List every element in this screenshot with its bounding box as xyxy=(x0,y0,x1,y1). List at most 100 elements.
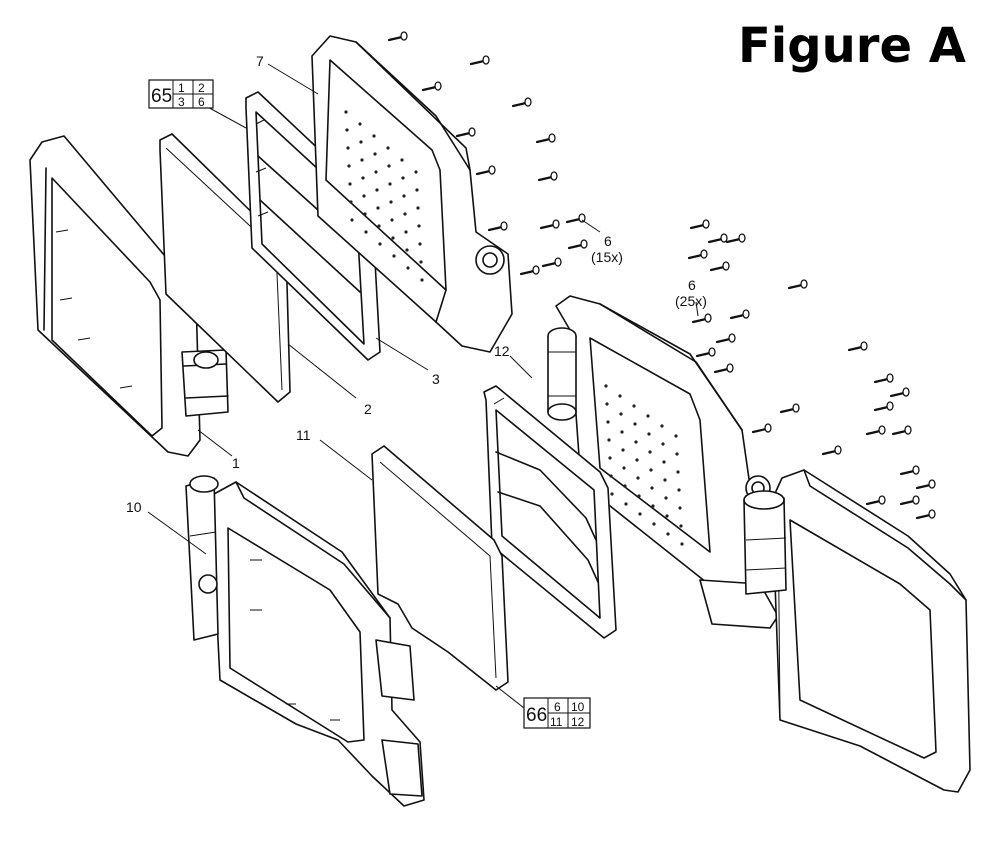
housing-hole xyxy=(378,242,382,246)
screw-icon xyxy=(847,341,868,352)
housing-hole xyxy=(350,218,354,222)
housing-hole xyxy=(662,460,666,464)
housing-hole xyxy=(358,122,362,126)
housing-hole xyxy=(622,466,626,470)
screw-icon xyxy=(729,309,750,320)
housing-hole xyxy=(680,542,684,546)
housing-hole xyxy=(637,494,641,498)
housing-hole xyxy=(388,182,392,186)
housing-hole xyxy=(374,170,378,174)
kit-65-part: 3 xyxy=(178,95,185,109)
screw-icon xyxy=(779,403,800,414)
callout-1: 1 xyxy=(232,455,240,471)
kit-66-number: 66 xyxy=(526,705,547,726)
screw-icon xyxy=(891,425,912,436)
screw-icon xyxy=(695,347,716,358)
kit-65-part: 1 xyxy=(178,81,185,95)
housing-hole xyxy=(420,278,424,282)
housing-hole xyxy=(363,212,367,216)
callout-6a-qty: (15x) xyxy=(591,249,623,265)
part-3-gasket xyxy=(245,91,381,361)
screw-icon xyxy=(873,373,894,384)
housing-hole xyxy=(416,206,420,210)
kit-65-number: 65 xyxy=(151,86,172,107)
part-11-lens xyxy=(371,445,509,691)
screw-icon xyxy=(511,97,532,108)
housing-hole xyxy=(660,424,664,428)
screw-icon xyxy=(713,363,734,374)
screw-icon xyxy=(691,313,712,324)
screw-icon xyxy=(725,233,746,244)
callout-12: 12 xyxy=(494,343,510,359)
housing-hole xyxy=(360,158,364,162)
housing-hole xyxy=(606,420,610,424)
screw-icon xyxy=(707,233,728,244)
screw-icon xyxy=(709,261,730,272)
screw-icon xyxy=(387,31,408,42)
housing-hole xyxy=(404,230,408,234)
callout-labels: 7 3 2 1 6 (15x) 6 (25x) 12 11 10 xyxy=(126,53,707,515)
screw-icon xyxy=(469,55,490,66)
screw-icon xyxy=(455,127,476,138)
callout-6b-qty: (25x) xyxy=(675,293,707,309)
housing-hole xyxy=(663,478,667,482)
housing-hole xyxy=(610,492,614,496)
screw-icon xyxy=(689,219,710,230)
housing-hole xyxy=(403,212,407,216)
screw-icon xyxy=(787,279,808,290)
housing-hole xyxy=(376,206,380,210)
housing-hole xyxy=(634,440,638,444)
housing-hole xyxy=(392,254,396,258)
housing-hole xyxy=(390,218,394,222)
callout-2: 2 xyxy=(364,401,372,417)
figure-title: Figure A xyxy=(738,18,966,74)
screw-icon xyxy=(519,265,540,276)
screw-icon xyxy=(475,165,496,176)
screw-icon xyxy=(865,425,886,436)
housing-hole xyxy=(621,448,625,452)
screw-icon xyxy=(889,387,910,398)
housing-hole xyxy=(362,194,366,198)
housing-hole xyxy=(649,468,653,472)
housing-hole xyxy=(619,412,623,416)
housing-hole xyxy=(372,134,376,138)
housing-hole xyxy=(607,438,611,442)
housing-hole xyxy=(609,474,613,478)
housing-hole xyxy=(618,394,622,398)
housing-hole xyxy=(391,236,395,240)
housing-hole xyxy=(389,200,393,204)
right-housing xyxy=(547,295,779,629)
housing-hole xyxy=(648,450,652,454)
callout-7: 7 xyxy=(256,53,264,69)
kit-box-66: 66 6 10 11 12 xyxy=(523,697,591,729)
screw-icon xyxy=(821,445,842,456)
housing-hole xyxy=(674,434,678,438)
part-12-gasket xyxy=(483,385,617,639)
housing-hole xyxy=(346,146,350,150)
housing-hole xyxy=(620,430,624,434)
screw-icon xyxy=(487,221,508,232)
housing-hole xyxy=(651,504,655,508)
housing-hole xyxy=(664,496,668,500)
housing-hole xyxy=(605,402,609,406)
housing-hole xyxy=(676,470,680,474)
housing-hole xyxy=(623,484,627,488)
housing-hole xyxy=(666,532,670,536)
housing-hole xyxy=(347,164,351,168)
screw-icon xyxy=(751,423,772,434)
screw-icon xyxy=(873,401,894,412)
screw-icon xyxy=(899,465,920,476)
housing-hole xyxy=(665,514,669,518)
housing-hole xyxy=(419,260,423,264)
housing-hole xyxy=(647,432,651,436)
housing-hole xyxy=(400,158,404,162)
housing-hole xyxy=(633,422,637,426)
housing-hole xyxy=(364,230,368,234)
housing-hole xyxy=(349,200,353,204)
housing-hole xyxy=(646,414,650,418)
leader-lines xyxy=(147,63,699,709)
kit-66-part: 6 xyxy=(554,700,561,714)
housing-hole xyxy=(604,384,608,388)
callout-6b: 6 xyxy=(688,277,696,293)
housing-hole xyxy=(638,512,642,516)
